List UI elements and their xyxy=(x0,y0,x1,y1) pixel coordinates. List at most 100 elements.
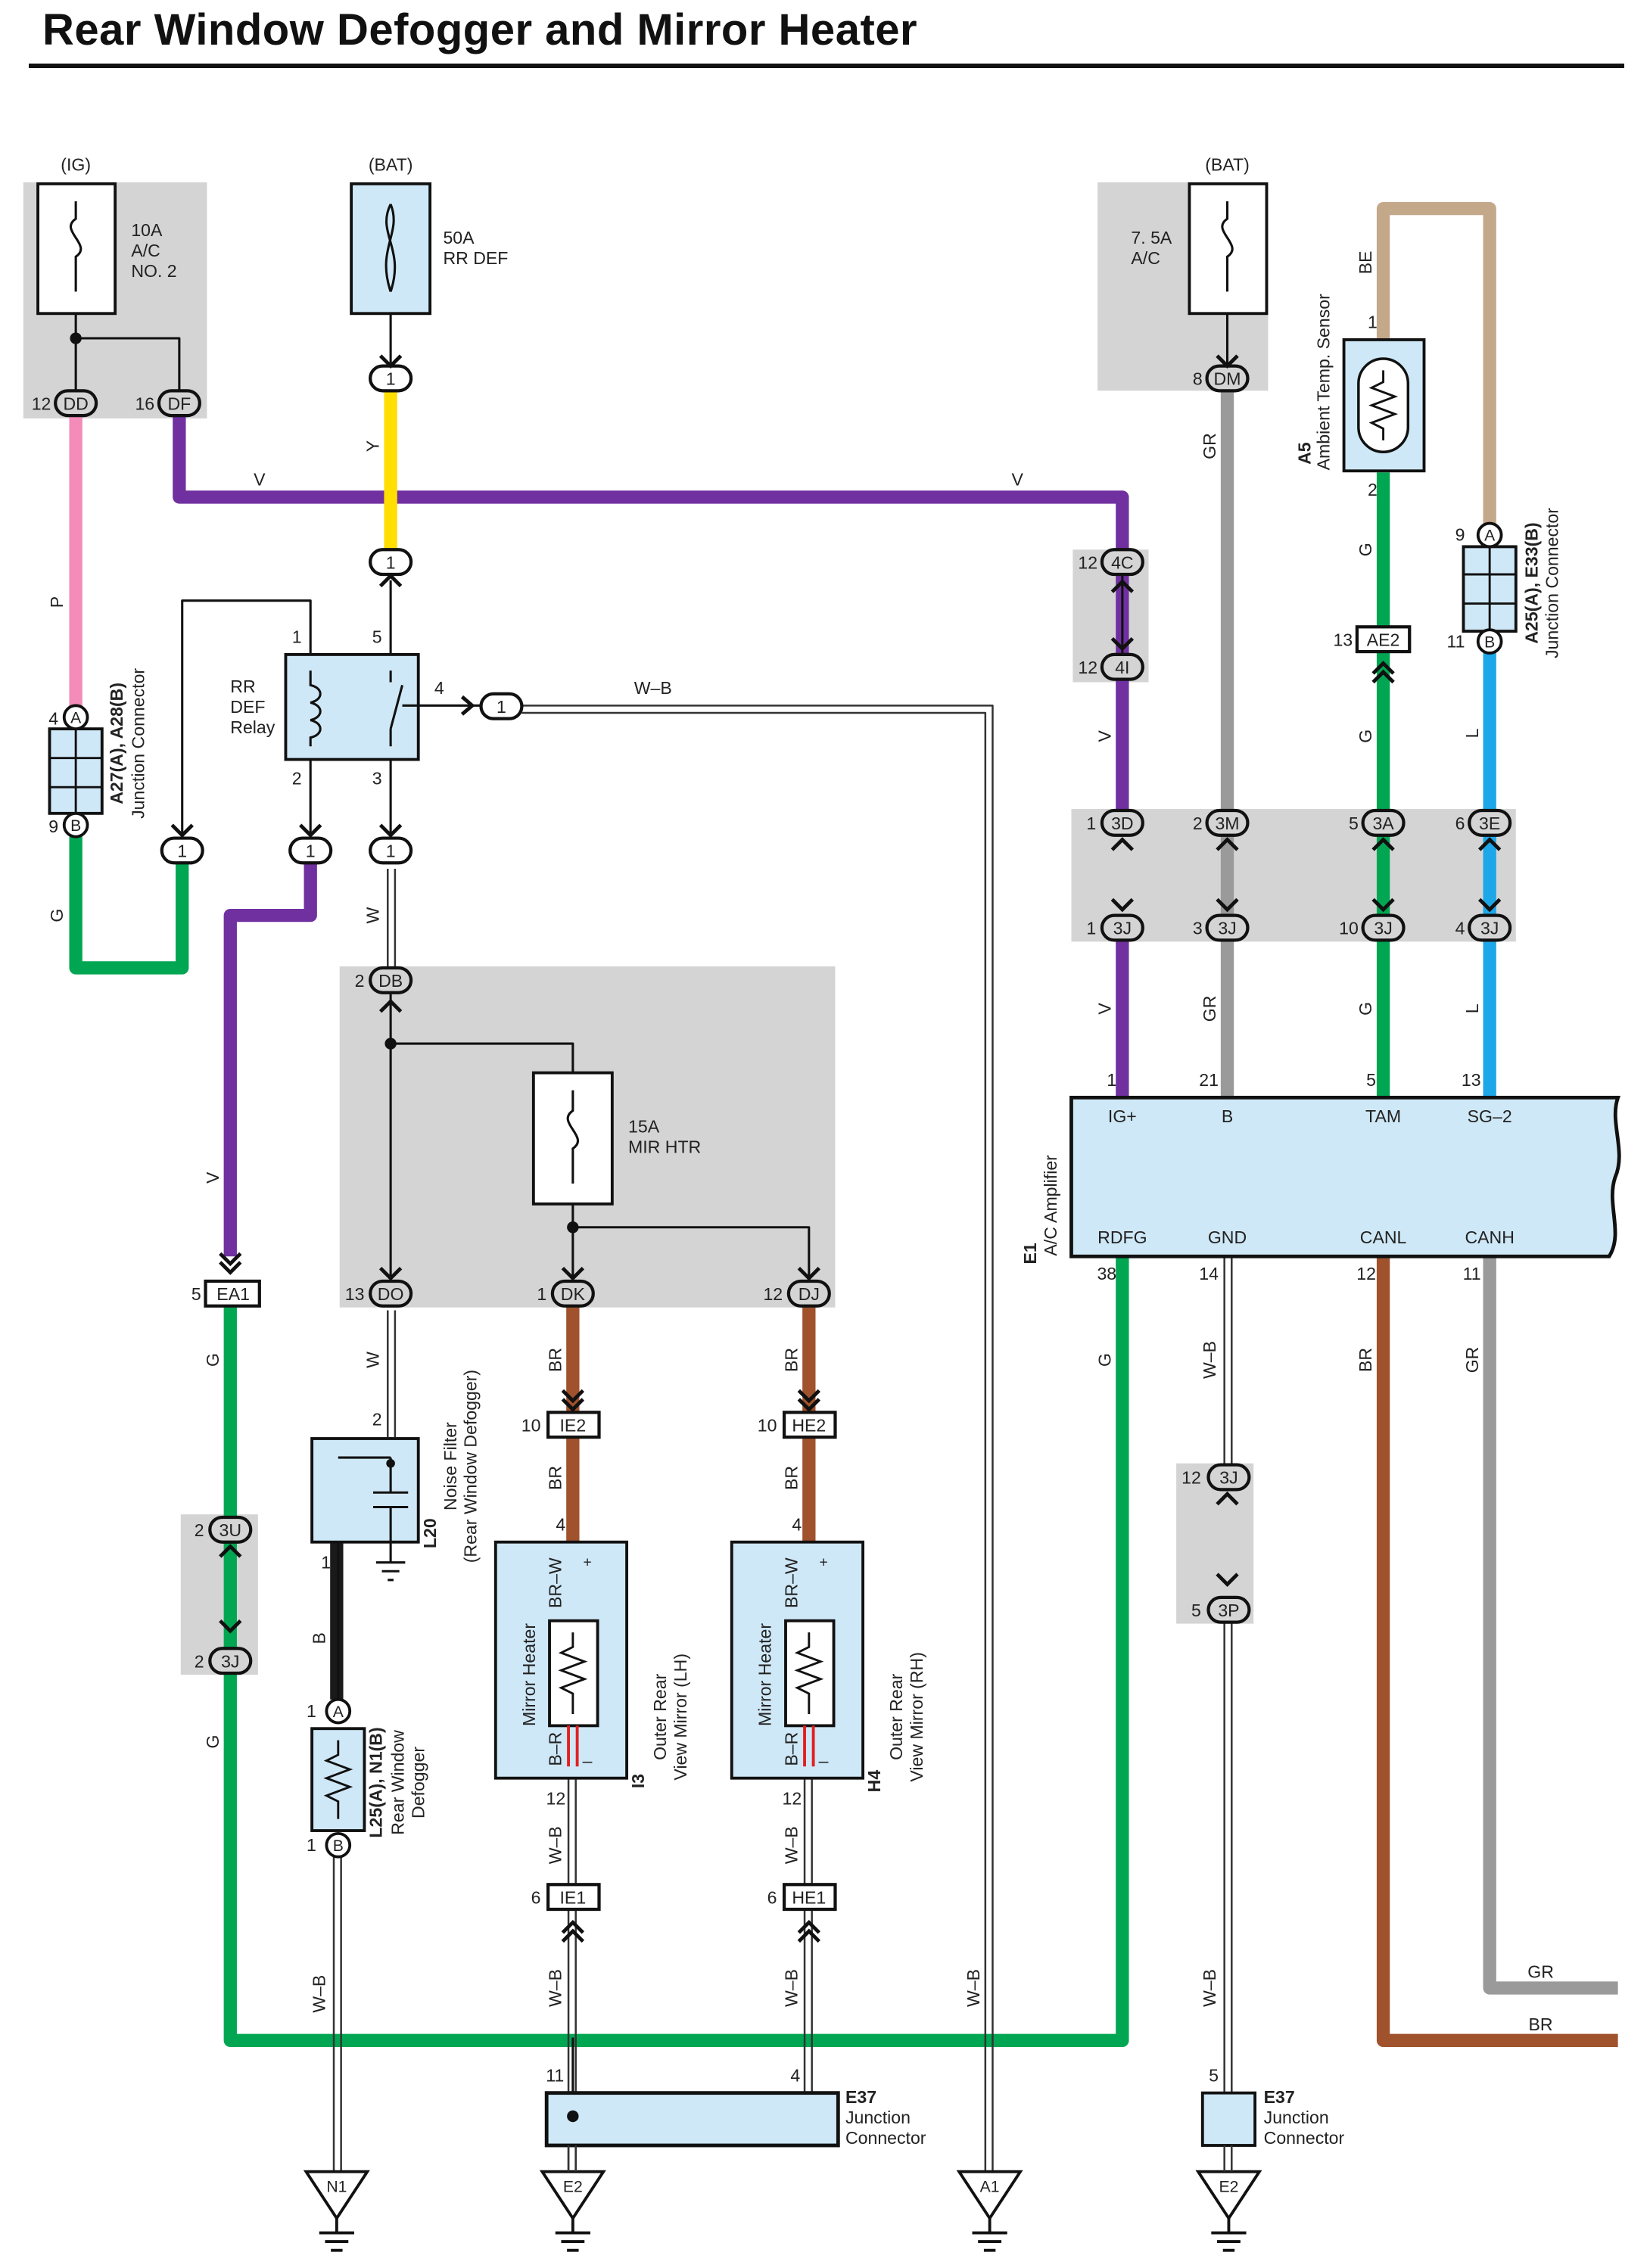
svg-text:Connector: Connector xyxy=(845,2128,926,2148)
svg-text:Outer Rear: Outer Rear xyxy=(650,1673,670,1760)
svg-text:6: 6 xyxy=(767,1887,777,1907)
shaded-regions xyxy=(23,182,1516,1675)
fuse-mir xyxy=(531,1071,614,1206)
svg-text:10: 10 xyxy=(758,1415,777,1435)
svg-text:G: G xyxy=(1356,1002,1375,1016)
svg-text:3J: 3J xyxy=(221,1651,239,1671)
svg-text:1: 1 xyxy=(1086,814,1096,833)
svg-text:View Mirror (RH): View Mirror (RH) xyxy=(907,1652,926,1782)
svg-text:W–B: W–B xyxy=(781,1826,801,1864)
svg-text:GR: GR xyxy=(1462,1347,1482,1374)
svg-text:3J: 3J xyxy=(1374,919,1392,938)
svg-text:3A: 3A xyxy=(1372,814,1394,833)
arrows xyxy=(170,354,1502,1943)
svg-text:5: 5 xyxy=(1191,1601,1201,1620)
svg-text:3J: 3J xyxy=(1113,919,1132,938)
svg-text:Outer Rear: Outer Rear xyxy=(886,1673,906,1760)
src-bat-1: (BAT) xyxy=(369,155,413,175)
svg-text:11: 11 xyxy=(1446,631,1465,651)
noise-filter xyxy=(310,1437,420,1582)
svg-text:IG+: IG+ xyxy=(1108,1106,1137,1126)
svg-text:4I: 4I xyxy=(1115,658,1129,677)
svg-text:2: 2 xyxy=(355,971,365,991)
svg-text:A1: A1 xyxy=(980,2179,1000,2196)
svg-text:L: L xyxy=(1462,728,1482,738)
svg-text:3P: 3P xyxy=(1218,1601,1239,1620)
wire-violet-relay xyxy=(223,857,317,1257)
svg-text:EA1: EA1 xyxy=(216,1284,250,1304)
svg-text:I3: I3 xyxy=(628,1774,648,1788)
svg-text:BR–W: BR–W xyxy=(545,1557,565,1608)
svg-text:DEF: DEF xyxy=(230,697,265,717)
svg-text:G: G xyxy=(203,1735,223,1749)
svg-text:B–R: B–R xyxy=(545,1732,565,1766)
svg-text:B: B xyxy=(70,817,81,835)
svg-text:5: 5 xyxy=(372,627,382,647)
svg-text:HE2: HE2 xyxy=(792,1415,826,1435)
svg-text:GR: GR xyxy=(1200,996,1219,1022)
svg-text:B–R: B–R xyxy=(781,1732,801,1766)
svg-text:10: 10 xyxy=(521,1415,541,1435)
svg-text:HE1: HE1 xyxy=(792,1887,826,1907)
svg-text:4: 4 xyxy=(792,1514,802,1534)
rear-window-defogger xyxy=(310,1727,366,1832)
svg-text:5: 5 xyxy=(1209,2065,1219,2085)
svg-text:SG–2: SG–2 xyxy=(1468,1106,1512,1126)
svg-text:Defogger: Defogger xyxy=(408,1747,428,1818)
svg-text:W–B: W–B xyxy=(309,1975,328,2013)
svg-text:A/C: A/C xyxy=(1131,248,1160,268)
pin-numbers: 12 16 8 4 9 1 5 4 2 3 12 12 1 2 5 6 1 3 … xyxy=(32,313,1481,2086)
connector-labels: DD DF DM 1 1 1 1 1 1 A B A B A B 4C 4I 3… xyxy=(63,369,1500,1908)
svg-text:A: A xyxy=(1484,527,1496,545)
svg-text:3E: 3E xyxy=(1479,814,1500,833)
svg-text:5: 5 xyxy=(191,1284,201,1304)
e37-junction-left xyxy=(544,2091,840,2148)
ground-symbols xyxy=(303,2170,1262,2252)
svg-text:GR: GR xyxy=(1527,1962,1554,1982)
svg-text:A: A xyxy=(333,1703,344,1721)
svg-text:E2: E2 xyxy=(563,2179,583,2196)
svg-text:G: G xyxy=(1094,1353,1114,1367)
svg-text:4C: 4C xyxy=(1111,552,1134,572)
title-rule xyxy=(29,64,1624,68)
svg-text:11: 11 xyxy=(1463,1264,1481,1283)
svg-text:L20: L20 xyxy=(420,1518,440,1548)
svg-text:A27(A), A28(B): A27(A), A28(B) xyxy=(107,683,126,804)
svg-text:W–B: W–B xyxy=(634,678,672,698)
svg-text:DM: DM xyxy=(1214,369,1241,389)
svg-text:W–B: W–B xyxy=(1200,1341,1219,1379)
svg-text:Junction Connector: Junction Connector xyxy=(1543,508,1562,658)
svg-text:W–B: W–B xyxy=(781,1969,801,2007)
svg-text:G: G xyxy=(203,1353,223,1367)
svg-text:2: 2 xyxy=(372,1410,382,1430)
junction-a25 xyxy=(1462,545,1518,633)
svg-text:1: 1 xyxy=(321,1552,331,1572)
ac-amplifier xyxy=(1069,1095,1621,1258)
svg-text:10: 10 xyxy=(1339,919,1359,938)
svg-text:1: 1 xyxy=(307,1835,316,1855)
svg-text:1: 1 xyxy=(386,369,396,389)
svg-text:+: + xyxy=(583,1554,591,1570)
svg-text:14: 14 xyxy=(1199,1264,1219,1283)
circle-connectors xyxy=(62,521,1503,1859)
rect-connectors xyxy=(204,625,1412,1912)
fuse-ac xyxy=(1188,182,1269,316)
junction-dots xyxy=(70,332,579,2123)
svg-text:GND: GND xyxy=(1208,1227,1247,1247)
svg-text:1: 1 xyxy=(497,697,506,717)
svg-text:L: L xyxy=(1462,1003,1482,1013)
svg-text:3J: 3J xyxy=(1219,1468,1238,1488)
svg-text:9: 9 xyxy=(1455,525,1465,545)
svg-text:1: 1 xyxy=(177,842,187,861)
svg-text:2: 2 xyxy=(292,768,302,788)
wire-green-a27 xyxy=(69,830,189,975)
svg-text:1: 1 xyxy=(292,627,302,647)
svg-text:B: B xyxy=(333,1837,344,1855)
svg-text:BR: BR xyxy=(781,1348,801,1372)
connector-pills xyxy=(54,364,1512,1675)
svg-text:Y: Y xyxy=(363,440,383,452)
svg-text:E37: E37 xyxy=(1264,2087,1295,2107)
svg-text:13: 13 xyxy=(1333,630,1353,649)
svg-text:RR: RR xyxy=(230,677,255,696)
